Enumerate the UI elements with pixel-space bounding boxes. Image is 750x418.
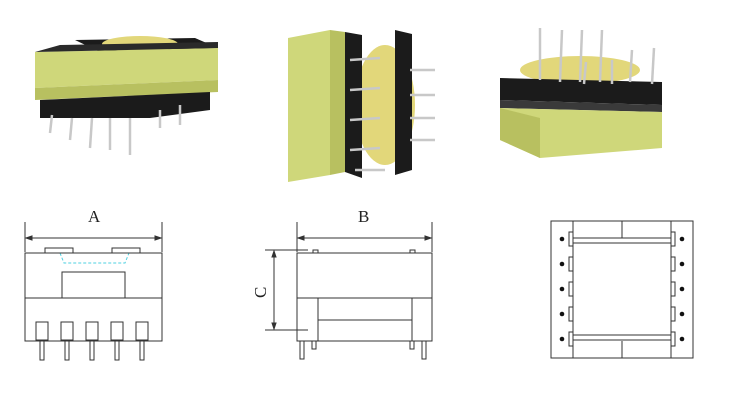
drawing-front-view [24,222,163,361]
drawing-bottom-view [550,220,694,359]
photo-transformer-front [35,36,218,155]
photo-transformer-side [288,30,435,182]
dimension-c-label: C [251,287,270,298]
pin-holes [559,236,685,342]
dimension-a-label: A [88,207,101,226]
dimension-b-label: B [358,207,369,226]
photo-transformer-pins-up [500,28,662,158]
drawing-side-view [265,222,433,360]
